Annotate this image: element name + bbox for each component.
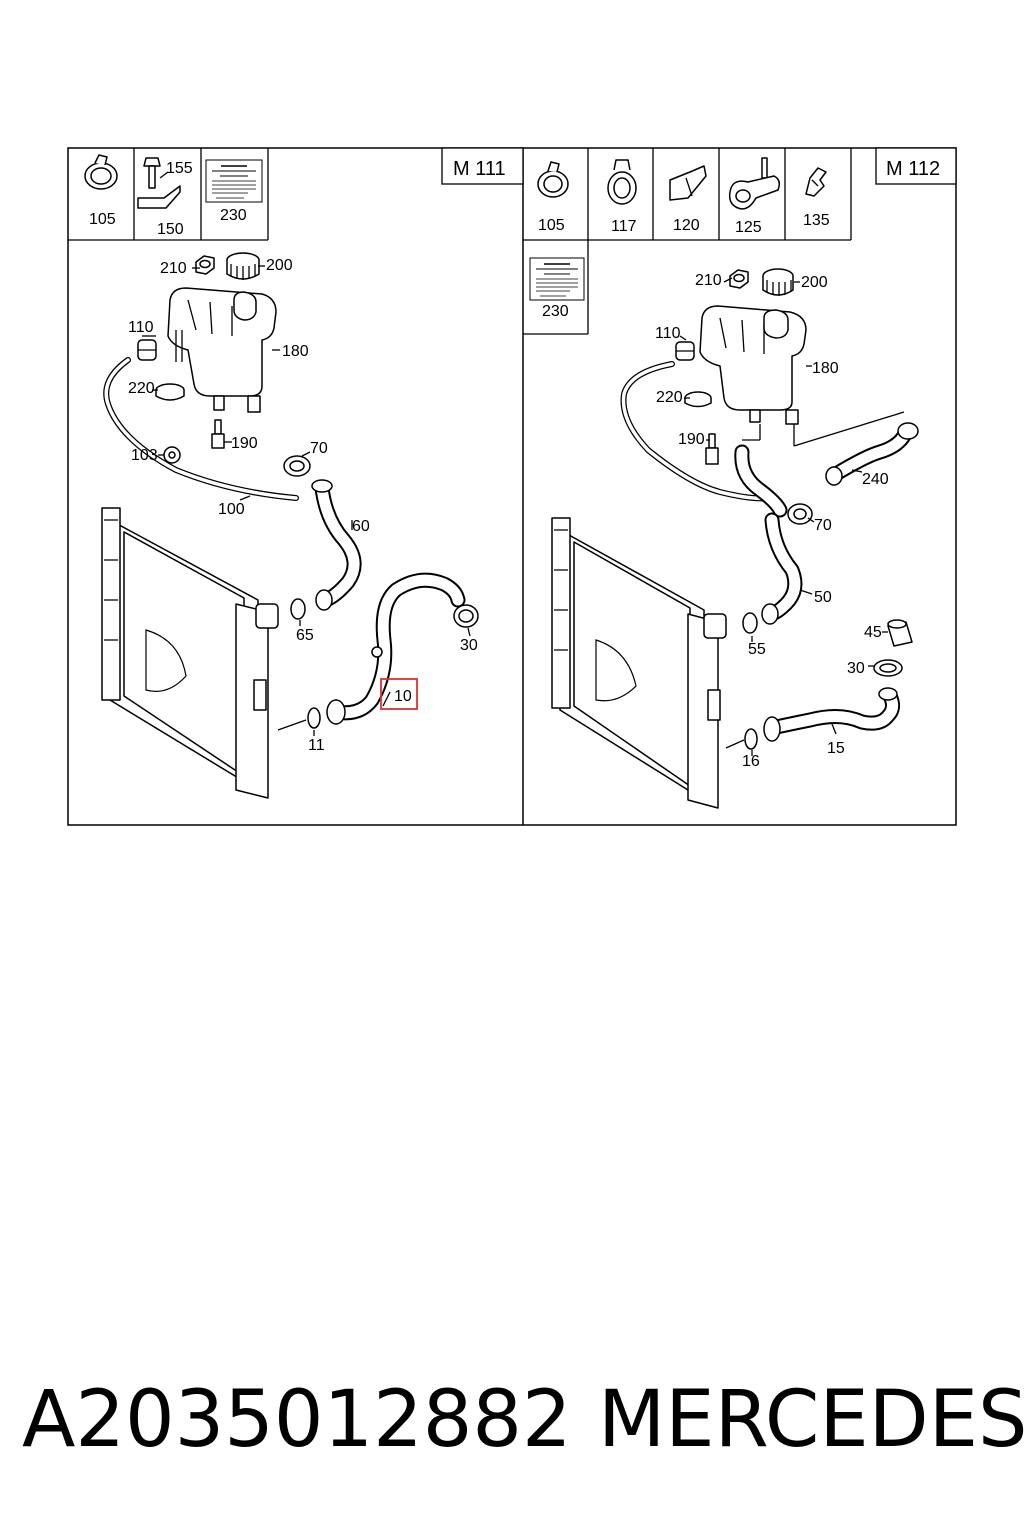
callout-110: 110 xyxy=(128,319,154,336)
caption-bar: A2035012882 MERCEDES xyxy=(0,1370,1024,1470)
hose-clip-icon xyxy=(675,341,695,361)
hex-nut-icon xyxy=(729,269,749,289)
parts-diagram: M 111 105 155 150 230 xyxy=(67,147,957,826)
level-sensor-icon xyxy=(705,433,719,465)
o-ring-55-icon xyxy=(742,612,758,634)
engine-label-box xyxy=(875,147,957,185)
hose-clamp-70-icon xyxy=(283,455,311,477)
retaining-clip-icon xyxy=(669,165,707,201)
o-ring-16-icon xyxy=(744,728,758,750)
grommet-icon xyxy=(684,391,712,408)
hose-clip-icon xyxy=(137,339,157,361)
header-part-150: 150 xyxy=(157,221,184,238)
callout-15: 15 xyxy=(827,740,845,757)
callout-70: 70 xyxy=(814,517,832,534)
hose-clamp-icon xyxy=(84,154,118,190)
lower-hose-15 xyxy=(763,687,901,742)
header-part-230: 230 xyxy=(220,207,247,224)
callout-210: 210 xyxy=(160,260,187,277)
vent-hose xyxy=(103,357,299,501)
highlight-box-10 xyxy=(380,678,418,710)
part-number: A2035012882 xyxy=(22,1375,572,1465)
grommet-icon xyxy=(155,383,185,401)
callout-110: 110 xyxy=(655,325,681,342)
right-panel: M 112 105 117 120 125 xyxy=(523,147,957,809)
radiator-icon xyxy=(551,517,727,809)
bolt-bracket-icon xyxy=(137,157,181,209)
engine-label: M 111 xyxy=(453,158,506,180)
left-panel: M 111 105 155 150 230 xyxy=(68,147,524,799)
leader-lines-left xyxy=(142,265,471,736)
callout-240: 240 xyxy=(862,471,889,488)
vent-hose xyxy=(620,361,773,502)
brand-name: MERCEDES xyxy=(598,1375,1024,1465)
hose-clamp-icon xyxy=(537,161,569,198)
callout-60: 60 xyxy=(352,518,370,535)
callout-11: 11 xyxy=(308,737,325,754)
warning-label-icon xyxy=(205,159,263,203)
header-part-155: 155 xyxy=(166,160,193,177)
header-part-105: 105 xyxy=(538,217,565,234)
callout-220: 220 xyxy=(128,380,155,397)
callout-16: 16 xyxy=(742,753,760,770)
callout-190: 190 xyxy=(231,435,258,452)
lower-hose-10 xyxy=(326,572,466,725)
upper-hose-60 xyxy=(311,479,362,611)
header-part-117: 117 xyxy=(611,218,637,235)
callout-220: 220 xyxy=(656,389,683,406)
hose-50 xyxy=(761,512,803,625)
warning-label-icon xyxy=(529,257,585,301)
filler-cap-icon xyxy=(226,252,260,280)
hose-240 xyxy=(825,422,919,486)
header-part-120: 120 xyxy=(673,217,700,234)
engine-label: M 112 xyxy=(886,158,940,180)
callout-100: 100 xyxy=(218,501,245,518)
callout-50: 50 xyxy=(814,589,832,606)
header-part-105: 105 xyxy=(89,211,116,228)
tank-hose xyxy=(734,444,788,518)
callout-200: 200 xyxy=(801,274,828,291)
header-part-125: 125 xyxy=(735,219,762,236)
header-part-135: 135 xyxy=(803,212,830,229)
callout-190: 190 xyxy=(678,431,705,448)
hose-clamp-30-icon xyxy=(453,604,479,628)
header-part-230: 230 xyxy=(542,303,569,320)
engine-label-box xyxy=(441,147,524,185)
hose-clamp-70-icon xyxy=(787,503,813,525)
callout-180: 180 xyxy=(812,360,839,377)
callout-10: 10 xyxy=(394,688,412,705)
leader-lines-right xyxy=(679,277,905,756)
callout-180: 180 xyxy=(282,343,309,360)
callout-103: 103 xyxy=(131,447,158,464)
o-ring-65-icon xyxy=(290,598,306,620)
hook-clip-icon xyxy=(805,167,827,197)
hex-nut-icon xyxy=(195,255,215,275)
sleeve-45-icon xyxy=(887,619,913,647)
callout-70: 70 xyxy=(310,440,328,457)
callout-65: 65 xyxy=(296,627,314,644)
spring-clamp-icon xyxy=(607,159,637,205)
callout-30: 30 xyxy=(460,637,478,654)
callout-55: 55 xyxy=(748,641,766,658)
small-clamp-icon xyxy=(163,446,181,464)
o-ring-11-icon xyxy=(307,707,321,729)
radiator-icon xyxy=(101,507,279,799)
level-sensor-icon xyxy=(211,419,225,449)
expansion-tank-icon xyxy=(167,287,277,413)
hose-clamp-30-icon xyxy=(873,659,903,677)
callout-210: 210 xyxy=(695,272,722,289)
highlight-leader-10 xyxy=(382,691,391,707)
callout-45: 45 xyxy=(864,624,882,641)
double-clip-icon xyxy=(728,157,781,210)
callout-30: 30 xyxy=(847,660,865,677)
callout-200: 200 xyxy=(266,257,293,274)
expansion-tank-icon xyxy=(699,305,807,425)
filler-cap-icon xyxy=(762,268,794,296)
